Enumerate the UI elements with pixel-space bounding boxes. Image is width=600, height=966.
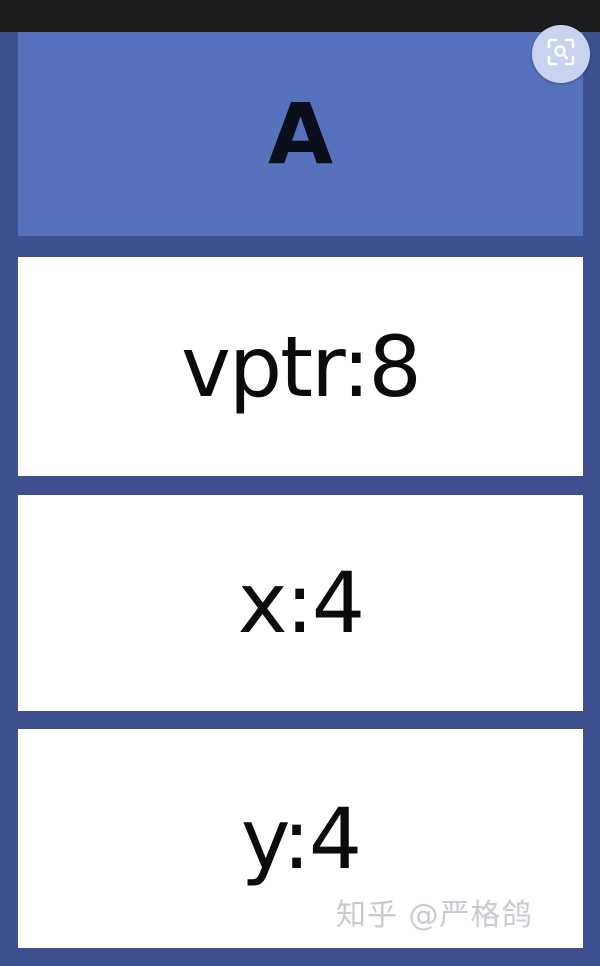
watermark: 知乎 @严格鸽 xyxy=(336,898,533,933)
member-label: vptr:8 xyxy=(181,317,422,416)
member-label: y:4 xyxy=(240,789,362,888)
member-label: x:4 xyxy=(237,554,365,652)
image-search-icon xyxy=(546,37,576,71)
member-cell-y: y:4 xyxy=(18,729,583,948)
member-cell-x: x:4 xyxy=(18,495,583,711)
member-cell-vptr: vptr:8 xyxy=(18,257,583,476)
class-header: A xyxy=(18,32,583,236)
class-name: A xyxy=(267,85,333,183)
top-bar xyxy=(0,0,600,32)
image-search-button[interactable] xyxy=(532,25,590,83)
